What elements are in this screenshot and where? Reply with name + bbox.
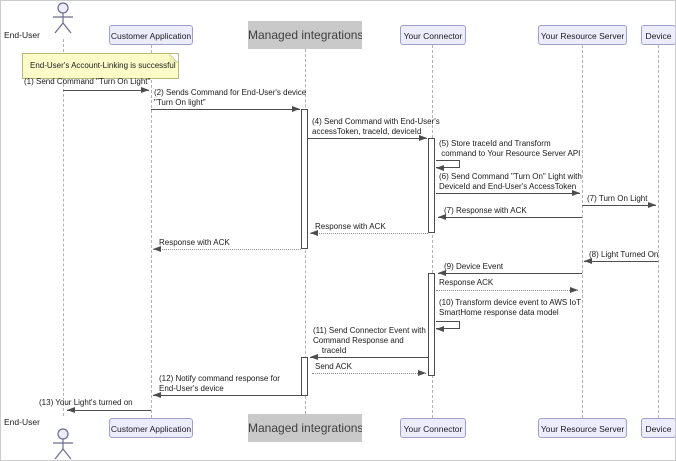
activation-connector-2	[428, 273, 435, 376]
msg-7-turn-on-light-line	[582, 205, 656, 206]
return-ack-to-app-arrowhead	[153, 245, 161, 252]
msg-9-device-event-line	[438, 273, 582, 274]
msg-6-send-command-turn-on-arrowhead	[572, 189, 580, 196]
msg-6-send-command-turn-on-label: (6) Send Command "Turn On" Light with	[439, 172, 582, 181]
msg-6-send-command-turn-on-label: DeviceId and End-User's AccessToken	[439, 182, 577, 191]
actor-label-bottom-end-user: End-User	[4, 417, 40, 427]
msg-8-light-turned-on-arrowhead	[584, 257, 592, 264]
msg-1-send-command-arrowhead	[141, 86, 149, 93]
msg-4-send-command-tokens-label: (4) Send Command with End-User's	[312, 117, 440, 126]
msg-11-send-connector-event-label: traceId	[313, 346, 347, 355]
note-account-linking: End-User's Account-Linking is successful	[22, 53, 179, 79]
msg-5-store-traceid-label: (5) Store traceId and Transform	[439, 139, 551, 148]
lifeline-your-resource-server	[582, 45, 583, 418]
msg-12-notify-response-line	[153, 395, 301, 396]
participant-top-device: Device	[641, 25, 675, 45]
msg-12-notify-response-label: End-User's device	[159, 384, 224, 393]
participant-bottom-customer-application: Customer Application	[109, 418, 193, 438]
participant-bottom-device: Device	[641, 418, 675, 438]
return-response-ack-arrowhead	[570, 286, 578, 293]
participant-top-your-resource-server: Your Resource Server	[538, 25, 627, 45]
msg-10-transform-event-arrowhead	[436, 325, 444, 332]
participant-bottom-managed-integrations: Managed integrations	[248, 414, 362, 442]
note-text: End-User's Account-Linking is successful	[30, 61, 176, 70]
msg-5-store-traceid-loop	[436, 160, 460, 168]
msg-11-send-connector-event-label: Command Response and	[313, 336, 404, 345]
return-send-ack-line	[312, 373, 426, 374]
participant-bottom-your-connector: Your Connector	[400, 418, 466, 438]
participant-bottom-your-resource-server: Your Resource Server	[538, 418, 627, 438]
msg-11-send-connector-event-line	[310, 357, 428, 358]
return-response-ack-label: Response ACK	[439, 278, 494, 287]
return-ack-to-managed-arrowhead	[310, 229, 318, 236]
msg-11-send-connector-event-arrowhead	[310, 353, 318, 360]
msg-7-turn-on-light-label: (7) Turn On Light	[587, 194, 648, 203]
msg-4-send-command-tokens-arrowhead	[419, 134, 427, 141]
msg-9-device-event-label: (9) Device Event	[444, 262, 504, 271]
lifeline-device	[658, 45, 659, 418]
msg-4-send-command-tokens-line	[308, 138, 427, 139]
return-ack-to-managed-line	[310, 233, 428, 234]
return-response-ack-line	[436, 290, 578, 291]
return-ack-to-app-label: Response with ACK	[159, 238, 230, 247]
msg-10-transform-event-label: (10) Transform device event to AWS IoT	[439, 298, 581, 307]
msg-5-store-traceid-arrowhead	[436, 164, 444, 171]
msg-2-sends-command-device-arrowhead	[292, 105, 300, 112]
msg-12-notify-response-arrowhead	[153, 391, 161, 398]
msg-10-transform-event-loop	[436, 321, 460, 329]
msg-2-sends-command-device-label: (2) Sends Command for End-User's device	[154, 88, 307, 97]
msg-6-send-command-turn-on-line	[436, 193, 580, 194]
participant-top-your-connector: Your Connector	[400, 25, 466, 45]
msg-1-send-command-label: (1) Send Command "Turn On Light"	[24, 77, 151, 86]
participant-top-customer-application: Customer Application	[109, 25, 193, 45]
msg-8-light-turned-on-line	[584, 261, 658, 262]
msg-7-response-with-ack-label: (7) Response with ACK	[444, 206, 527, 215]
return-ack-to-managed-label: Response with ACK	[315, 222, 386, 231]
lifeline-customer-application	[151, 45, 152, 418]
msg-7-response-with-ack-line	[438, 217, 582, 218]
msg-4-send-command-tokens-label: accessToken, traceId, deviceId	[312, 127, 422, 136]
msg-8-light-turned-on-label: (8) Light Turned On	[589, 250, 659, 259]
lifeline-end-user	[63, 39, 64, 416]
activation-managed-1	[301, 109, 308, 249]
msg-2-sends-command-device-line	[151, 109, 300, 110]
msg-13-light-turned-on-label: (13) Your Light's turned on	[39, 398, 133, 407]
participant-top-managed-integrations: Managed integrations	[248, 21, 362, 49]
msg-11-send-connector-event-label: (11) Send Connector Event with	[313, 326, 426, 335]
activation-connector-1	[428, 138, 435, 233]
msg-13-light-turned-on-arrowhead	[67, 406, 75, 413]
msg-1-send-command-line	[63, 90, 149, 91]
msg-5-store-traceid-label: command to Your Resource Server API	[439, 149, 581, 158]
return-send-ack-arrowhead	[418, 369, 426, 376]
msg-12-notify-response-label: (12) Notify command response for	[159, 374, 280, 383]
msg-7-turn-on-light-arrowhead	[648, 201, 656, 208]
msg-9-device-event-arrowhead	[438, 269, 446, 276]
actor-icon-top-end-user	[48, 1, 78, 40]
actor-label-top-end-user: End-User	[4, 30, 40, 40]
msg-10-transform-event-label: SmartHome response data model	[439, 308, 559, 317]
activation-managed-2	[301, 357, 308, 396]
note-fold-corner	[169, 54, 178, 63]
return-send-ack-label: Send ACK	[315, 362, 352, 371]
return-ack-to-app-line	[153, 249, 301, 250]
msg-13-light-turned-on-line	[67, 410, 151, 411]
actor-icon-bottom-end-user	[48, 427, 78, 460]
msg-7-response-with-ack-arrowhead	[438, 213, 446, 220]
msg-2-sends-command-device-label: "Turn On light"	[154, 98, 206, 107]
